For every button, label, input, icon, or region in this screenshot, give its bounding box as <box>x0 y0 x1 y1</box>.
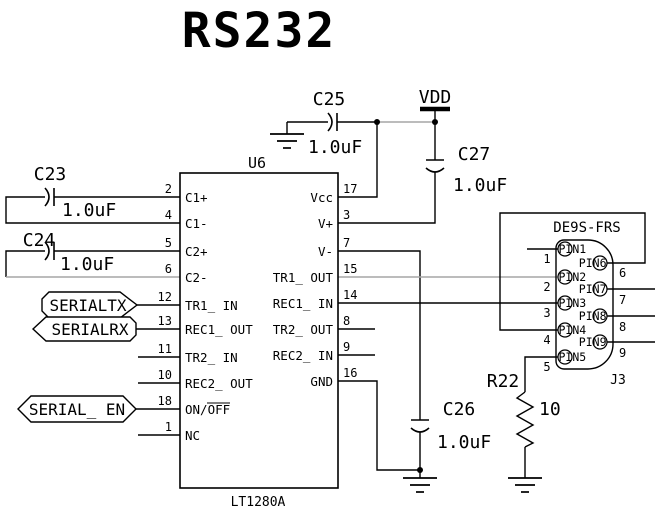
pin-label: V+ <box>318 216 333 231</box>
junction-dot <box>417 467 423 473</box>
pin-number: 10 <box>158 368 172 382</box>
pin-label: C1- <box>185 216 208 231</box>
connector-pin-name: PIN2 <box>559 270 587 284</box>
pin-label: C2+ <box>185 244 208 259</box>
component-refdes: C27 <box>458 144 491 165</box>
pin-number: 9 <box>343 340 350 354</box>
pin-label: REC1_ IN <box>273 296 333 311</box>
connector-pin-name: PIN6 <box>579 256 607 270</box>
pin-label: C2- <box>185 270 208 285</box>
net-flag-serialtx: SERIALTX <box>41 291 139 319</box>
component-value: 1.0uF <box>453 175 507 196</box>
resistor-r22: R22 10 <box>487 371 561 448</box>
connector-part-number: DE9S-FRS <box>553 220 620 236</box>
component-refdes: R22 <box>487 371 520 392</box>
net-flag-serial-en: SERIAL_ EN <box>17 395 137 423</box>
connector-pin-number: 9 <box>619 346 626 360</box>
component-refdes: C26 <box>443 399 476 420</box>
sheet-title: RS232 <box>182 3 337 59</box>
pin-label: V- <box>318 244 333 259</box>
capacitor-c26: C26 1.0uF <box>410 399 491 453</box>
junction-dot <box>432 119 438 125</box>
pin-label: TR1_ OUT <box>273 270 334 285</box>
connector-pin-number: 4 <box>543 333 550 347</box>
connector-pin-number: 6 <box>619 266 626 280</box>
component-value: 1.0uF <box>60 254 114 275</box>
pin-label: NC <box>185 428 200 443</box>
ic-part-number: LT1280A <box>231 495 286 510</box>
net-flag-serialrx: SERIALRX <box>31 316 137 342</box>
component-refdes: C24 <box>23 230 56 251</box>
ground-symbol <box>508 477 542 493</box>
vdd-symbol: VDD <box>419 87 452 112</box>
vdd-label: VDD <box>419 87 452 108</box>
connector-pin-name: PIN7 <box>579 282 607 296</box>
connector-pin-number: 8 <box>619 320 626 334</box>
pin-label: REC1_ OUT <box>185 322 253 337</box>
pin-number: 8 <box>343 314 350 328</box>
pin-number: 3 <box>343 208 350 222</box>
connector-pin-number: 7 <box>619 293 626 307</box>
capacitor-c24: C24 1.0uF <box>23 230 114 275</box>
pin-number: 12 <box>158 290 172 304</box>
net-flag-label: SERIALTX <box>49 296 126 315</box>
connector-pin-number: 2 <box>543 280 550 294</box>
pin-label: Vcc <box>310 190 333 205</box>
connector-pin-name: PIN9 <box>579 335 607 349</box>
ground-symbol <box>403 477 437 493</box>
component-value: 1.0uF <box>308 137 362 158</box>
pin-label: TR2_ OUT <box>273 322 334 337</box>
component-value: 10 <box>539 399 561 420</box>
component-refdes: C23 <box>34 164 67 185</box>
pin-number: 5 <box>165 236 172 250</box>
pin-number: 4 <box>165 208 172 222</box>
pin-number: 13 <box>158 314 172 328</box>
pin-label: TR1_ IN <box>185 298 238 313</box>
component-value: 1.0uF <box>437 432 491 453</box>
connector-pin-name: PIN8 <box>579 309 607 323</box>
capacitor-c23: C23 1.0uF <box>34 164 116 221</box>
pin-number: 7 <box>343 236 350 250</box>
connector-j3: DE9S-FRS PIN1 PIN2 PIN3 PIN4 PIN5 1 2 3 … <box>543 220 626 388</box>
connector-refdes: J3 <box>610 373 626 388</box>
connector-pin-name: PIN3 <box>559 296 587 310</box>
connector-pin-name: PIN5 <box>559 350 587 364</box>
capacitor-c25: C25 1.0uF <box>308 89 362 158</box>
pin-label-on-off: ON/OFF <box>185 402 230 417</box>
junction-dot <box>374 119 380 125</box>
pin-label: TR2_ IN <box>185 350 238 365</box>
component-refdes: C25 <box>313 89 346 110</box>
pin-label: GND <box>310 374 333 389</box>
pin-number: 17 <box>343 182 357 196</box>
pin-number: 16 <box>343 366 357 380</box>
pin-number: 11 <box>158 342 172 356</box>
pin-number: 14 <box>343 288 357 302</box>
wires <box>5 111 655 478</box>
connector-pin-number: 1 <box>543 252 550 266</box>
ic-lt1280a-symbol: U6 LT1280A 2 4 5 6 12 13 11 10 18 1 C1+ … <box>158 154 358 510</box>
component-value: 1.0uF <box>62 200 116 221</box>
pin-number: 15 <box>343 262 357 276</box>
pin-label: REC2_ IN <box>273 348 333 363</box>
pin-number: 18 <box>158 394 172 408</box>
connector-pin-number: 5 <box>543 360 550 374</box>
net-flag-label: SERIAL_ EN <box>29 400 125 419</box>
capacitor-c27: C27 1.0uF <box>425 144 507 196</box>
connector-pin-number: 3 <box>543 306 550 320</box>
pin-number: 6 <box>165 262 172 276</box>
net-flag-label: SERIALRX <box>51 320 128 339</box>
pin-number: 2 <box>165 182 172 196</box>
ground-symbol <box>270 133 304 149</box>
ic-refdes: U6 <box>248 154 266 172</box>
pin-label: REC2_ OUT <box>185 376 253 391</box>
connector-pin-name: PIN4 <box>559 323 587 337</box>
connector-pin-name: PIN1 <box>559 242 587 256</box>
pin-label: C1+ <box>185 190 208 205</box>
pin-number: 1 <box>165 420 172 434</box>
